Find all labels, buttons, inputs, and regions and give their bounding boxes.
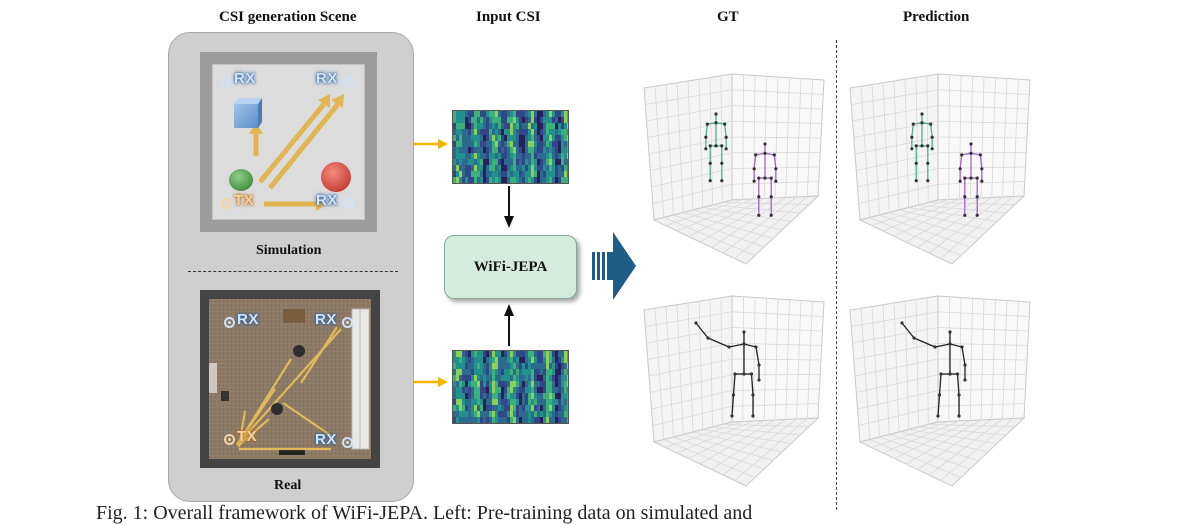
arrow-up-icon — [502, 302, 516, 346]
rx-antenna-icon — [224, 317, 235, 328]
tx-label: TX — [237, 428, 257, 445]
tx-antenna-icon — [224, 434, 235, 445]
rx-antenna-icon — [221, 76, 232, 87]
wifi-jepa-box: WiFi-JEPA — [444, 235, 577, 299]
rx-antenna-icon — [342, 437, 353, 448]
prediction-header: Prediction — [903, 9, 969, 26]
rx-antenna-icon — [342, 317, 353, 328]
simulation-label: Simulation — [256, 243, 321, 259]
csi-simulation-image — [452, 110, 569, 184]
gt-plot-simulation — [636, 68, 832, 273]
blue-cube — [234, 98, 262, 128]
rx-label-top-left: RX — [234, 70, 256, 87]
gt-header: GT — [717, 9, 739, 26]
rx-label-top-left: RX — [237, 311, 259, 328]
rx-label-bottom-right: RX — [315, 431, 337, 448]
rx-label-bottom-right: RX — [316, 192, 338, 209]
gt-plot-real — [636, 290, 832, 495]
rx-antenna-icon — [343, 198, 354, 209]
pred-plot-real — [842, 290, 1038, 495]
rx-label-top-right: RX — [316, 70, 338, 87]
arrow-right-icon — [412, 136, 450, 152]
tx-antenna-icon — [221, 198, 232, 209]
red-sphere — [321, 162, 351, 192]
figure-caption: Fig. 1: Overall framework of WiFi-JEPA. … — [96, 502, 752, 525]
arrow-down-icon — [502, 186, 516, 230]
real-label: Real — [274, 478, 301, 494]
big-arrow-icon — [592, 230, 638, 302]
scene-header: CSI generation Scene — [219, 9, 357, 26]
wifi-jepa-label: WiFi-JEPA — [474, 259, 548, 276]
rx-antenna-icon — [343, 76, 354, 87]
simulation-room: RX RX TX RX — [200, 52, 377, 232]
pred-plot-simulation — [842, 68, 1038, 273]
green-sphere — [229, 169, 253, 191]
real-room: RX RX TX RX — [200, 290, 380, 468]
tx-label: TX — [234, 192, 254, 209]
csi-real-image — [452, 350, 569, 424]
rx-label-top-right: RX — [315, 311, 337, 328]
gt-prediction-separator — [836, 40, 837, 510]
arrow-right-icon — [412, 374, 450, 390]
scene-separator — [188, 271, 398, 272]
input-csi-header: Input CSI — [476, 9, 541, 26]
